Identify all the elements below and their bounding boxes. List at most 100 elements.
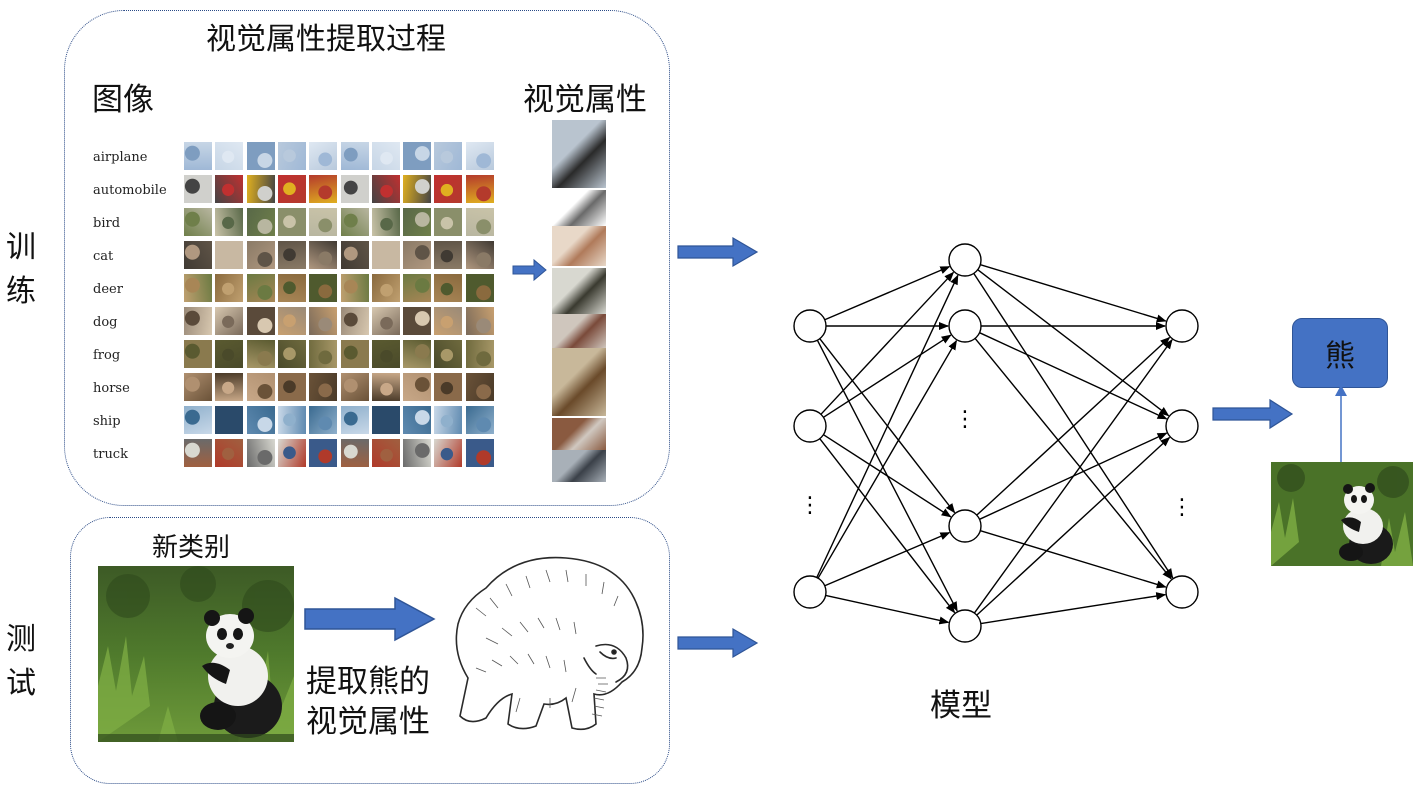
result-box: 熊 [1292,318,1388,388]
cifar-thumbnail [215,340,244,368]
cifar-thumbnail [371,142,400,170]
cifar-thumbnail [465,142,494,170]
cifar-thumbnail [340,373,369,401]
cifar-thumbnail [465,340,494,368]
class-label-ship: ship [93,414,121,429]
network-edge [824,266,951,321]
cifar-thumbnail [277,307,306,335]
hidden-ellipsis: ⋮ [954,407,976,432]
network-edge [817,339,958,579]
cifar-thumbnail [215,274,244,302]
cifar-thumbnail [184,241,212,269]
attributes-heading: 视觉属性 [523,82,647,118]
attribute-patch [552,268,606,314]
extract-text-line1: 提取熊的 [306,664,430,700]
cifar-thumbnail [434,208,463,236]
cifar-thumbnail [434,274,463,302]
attribute-patch [552,226,606,266]
result-label: 熊 [1325,339,1355,374]
cifar-thumbnail [309,241,338,269]
cifar-thumbnail [184,439,212,467]
hidden-node [948,509,982,543]
cifar-thumbnail [277,340,306,368]
output-node [1165,575,1199,609]
process-title: 视觉属性提取过程 [206,22,446,57]
cifar-thumbnail [184,307,212,335]
cifar-thumbnail [371,175,400,203]
cifar-thumbnail [246,373,275,401]
cifar-thumbnail [277,208,306,236]
model-label: 模型 [930,688,992,724]
cifar-thumbnail [309,175,338,203]
attribute-patch [552,314,606,348]
attribute-patch [552,190,606,226]
hidden-node [948,243,982,277]
cifar-thumbnail [277,373,306,401]
cifar-thumbnail [309,406,338,434]
cifar-thumbnail [246,340,275,368]
attribute-patch [552,418,606,450]
test-to-model-arrow-icon [677,627,759,659]
cifar-thumbnail [371,340,400,368]
cifar-thumbnail [434,307,463,335]
model-to-result-arrow-icon [1212,398,1294,430]
cifar-thumbnail [371,241,400,269]
input-node [793,409,827,443]
network-edge [976,436,1171,616]
network-edge [976,336,1171,516]
cifar-thumbnail [277,241,306,269]
network-edge [823,434,952,518]
panda-photo [98,566,294,742]
cifar-thumbnail [434,439,463,467]
cifar-thumbnail [340,208,369,236]
network-edge [977,269,1170,417]
cifar-thumbnail [215,307,244,335]
cifar-thumbnail [246,406,275,434]
cifar-thumbnail [277,274,306,302]
cifar-thumbnail [403,274,432,302]
cifar-thumbnail [340,307,369,335]
cifar-thumbnail [403,307,432,335]
attribute-patch [552,120,606,188]
cifar-thumbnail [246,241,275,269]
cifar-thumbnail [465,208,494,236]
cifar-thumbnail [403,406,432,434]
network-edge [824,532,951,587]
network-edge [816,274,959,578]
cifar-thumbnail [215,208,244,236]
cifar-thumbnail [309,208,338,236]
cifar-thumbnail [340,142,369,170]
attribute-patch [552,450,606,482]
cifar-thumbnail [215,439,244,467]
hidden-node [948,309,982,343]
cifar-thumbnail [434,340,463,368]
cifar-thumbnail [340,274,369,302]
attribute-patch [552,348,606,416]
cifar-thumbnail [184,208,212,236]
class-label-frog: frog [93,348,121,363]
network-edge [973,338,1173,614]
images-heading: 图像 [92,82,154,118]
cifar-thumbnail [309,439,338,467]
cifar-thumbnail [184,340,212,368]
cifar-thumbnail [434,142,463,170]
cifar-thumbnail [371,208,400,236]
hidden-node [948,609,982,643]
class-label-deer: deer [93,282,123,297]
class-label-cat: cat [93,249,114,264]
cifar-thumbnail [403,241,432,269]
cifar-thumbnail [340,241,369,269]
output-node [1165,309,1199,343]
network-edge [819,438,956,614]
train-label: 训 练 [6,230,36,309]
cifar-thumbnail [309,373,338,401]
output-node [1165,409,1199,443]
cifar-thumbnail [184,373,212,401]
class-label-truck: truck [93,447,128,462]
network-edge [980,592,1167,625]
cifar-thumbnail [215,406,244,434]
cifar-thumbnail [465,307,494,335]
cifar-thumbnail [184,142,212,170]
test-panel [70,517,670,784]
